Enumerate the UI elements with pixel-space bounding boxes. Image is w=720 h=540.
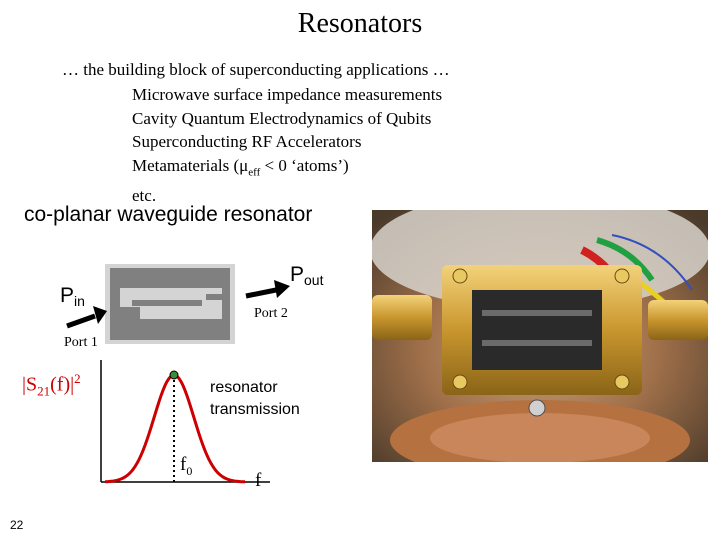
peak-marker	[169, 370, 179, 380]
p-out-main: P	[290, 263, 305, 286]
p-out-label: Pout	[290, 263, 323, 288]
app-item-2: Cavity Quantum Electrodynamics of Qubits	[132, 108, 432, 128]
diagram-heading: co-planar waveguide resonator	[24, 203, 313, 226]
f0-main: f	[180, 454, 187, 475]
ground-left	[110, 288, 120, 319]
center-conductor-right	[206, 294, 222, 300]
arrow-in-icon	[66, 306, 107, 329]
ground-notch	[120, 307, 140, 319]
s21-sub: 21	[37, 383, 51, 399]
app-item-3: Superconducting RF Accelerators	[132, 132, 362, 151]
app-item-4: Metamaterials (μeff < 0 ‘atoms’)	[132, 154, 442, 185]
p-in-sub: in	[74, 293, 85, 309]
s21-main: |S	[22, 373, 38, 396]
s21-mid: (f)|	[50, 373, 75, 396]
applications-list: Microwave surface impedance measurements…	[132, 83, 442, 208]
s21-label: |S21(f)|2	[22, 371, 81, 400]
f-axis-label: f	[255, 470, 262, 491]
p-out-sub: out	[304, 272, 324, 288]
intro-text: … the building block of superconducting …	[62, 60, 450, 79]
annotation-line-1: resonator	[210, 379, 278, 396]
center-conductor-left	[132, 300, 202, 306]
resonator-transmission-label: resonator transmission	[210, 377, 300, 421]
cpw-chip-diagram	[105, 264, 235, 344]
port2-label: Port 2	[254, 306, 288, 321]
app-item-1: Microwave surface impedance measurements	[132, 85, 443, 104]
f0-label: f0	[180, 454, 192, 479]
port1-label: Port 1	[64, 335, 98, 350]
ground-plane-top	[110, 268, 230, 288]
app-item-5: etc.	[132, 186, 157, 206]
app-item-4-tail: < 0 ‘atoms’)	[260, 155, 349, 175]
arrow-out-icon	[245, 280, 290, 299]
f0-sub: 0	[186, 463, 193, 478]
p-in-main: P	[60, 284, 75, 307]
resonator-photo	[372, 210, 708, 462]
app-item-4-main: Metamaterials (μ	[132, 155, 249, 175]
page-number: 22	[10, 518, 24, 532]
ground-right	[222, 288, 230, 319]
p-in-label: Pin	[60, 284, 85, 309]
annotation-line-2: transmission	[210, 401, 300, 418]
ground-plane-bottom	[110, 319, 230, 340]
app-item-4-sub: eff	[248, 165, 261, 178]
s21-sup: 2	[74, 371, 81, 386]
slide-title: Resonators	[297, 8, 423, 39]
resonance-plot	[100, 360, 270, 484]
